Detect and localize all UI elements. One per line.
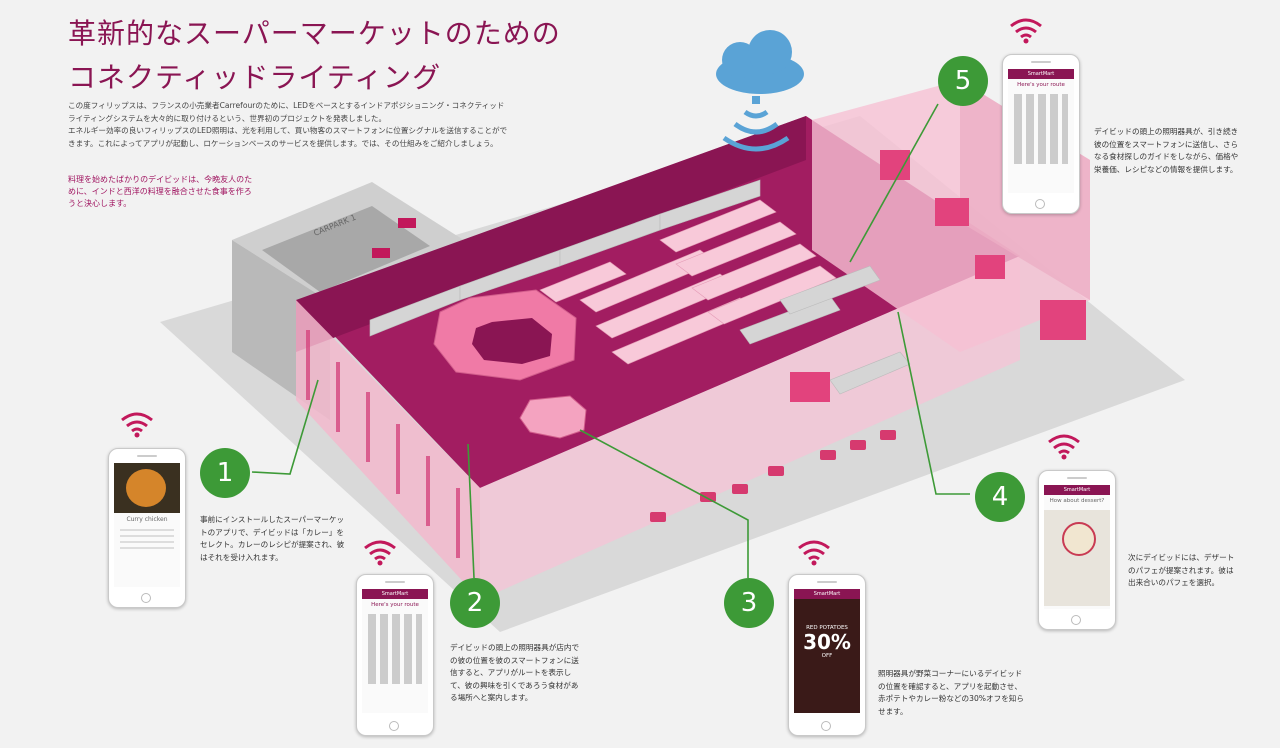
phone-route: SmartMart Here's your route	[356, 574, 434, 736]
intro-text: この度フィリップスは、フランスの小売業者Carrefourのために、LEDをベー…	[68, 100, 508, 150]
phone-promo: SmartMart RED POTATOES 30% OFF	[788, 574, 866, 736]
step-1-badge: 1	[200, 448, 250, 498]
title-line-2: コネクティッドライティング	[68, 61, 442, 94]
phone-screen: SmartMart RED POTATOES 30% OFF	[794, 589, 860, 713]
route-heading: Here's your route	[371, 602, 419, 608]
store-map	[368, 614, 422, 684]
phone-route-2: SmartMart Here's your route	[1002, 54, 1080, 214]
wifi-icon	[798, 540, 830, 566]
step-2-text: デイビッドの頭上の照明器具が店内での彼の位置を彼のスマートフォンに送信すると、ア…	[450, 643, 580, 702]
promo-sub: OFF	[821, 653, 833, 659]
home-button	[389, 721, 399, 731]
phone-screen: SmartMart Here's your route	[1008, 69, 1074, 193]
title-line-1: 革新的なスーパーマーケットのための	[68, 17, 561, 50]
intro-paragraph-1: この度フィリップスは、フランスの小売業者Carrefourのために、LEDをベー…	[68, 101, 505, 123]
phone-screen: SmartMart How about dessert?	[1044, 485, 1110, 609]
wifi-icon	[1048, 434, 1080, 460]
step-3-badge: 3	[724, 578, 774, 628]
app-header: SmartMart	[362, 589, 428, 599]
recipe-title: Curry chicken	[126, 516, 168, 523]
phone-screen: Curry chicken	[114, 463, 180, 587]
home-button	[1071, 615, 1081, 625]
step-4-text: 次にデイビッドには、デザートのパフェが提案されます。彼は出来合いのパフェを選択。	[1128, 553, 1235, 587]
wifi-icon	[364, 540, 396, 566]
curry-image	[114, 463, 180, 513]
step-5-text: デイビッドの頭上の照明器具が、引き続き彼の位置をスマートフォンに送信し、さらなる…	[1094, 127, 1239, 174]
story-highlight: 料理を始めたばかりのデイビッドは、今晩友人のために、インドと西洋の料理を融合させ…	[68, 175, 253, 208]
app-header: SmartMart	[794, 589, 860, 599]
phone-screen: SmartMart Here's your route	[362, 589, 428, 713]
step-5-badge: 5	[938, 56, 988, 106]
phone-dessert: SmartMart How about dessert?	[1038, 470, 1116, 630]
cloud-icon	[716, 30, 804, 94]
signal-waves-icon	[722, 109, 790, 152]
phone-recipe: Curry chicken	[108, 448, 186, 608]
dessert-image	[1044, 510, 1110, 606]
step-4-badge: 4	[975, 472, 1025, 522]
page-title: 革新的なスーパーマーケットのための コネクティッドライティング	[68, 12, 561, 100]
step-2-badge: 2	[450, 578, 500, 628]
intro-paragraph-2: エネルギー効率の良いフィリップスのLED照明は、光を利用して、買い物客のスマート…	[68, 126, 508, 148]
step-3-text: 照明器具が野菜コーナーにいるデイビッドの位置を確認すると、アプリを起動させ、赤ポ…	[878, 669, 1024, 716]
home-button	[141, 593, 151, 603]
route-heading: Here's your route	[1017, 82, 1065, 88]
wifi-icon	[1010, 18, 1042, 44]
home-button	[821, 721, 831, 731]
promo-value: 30%	[803, 630, 851, 654]
dessert-heading: How about dessert?	[1049, 498, 1105, 504]
wifi-icon	[121, 412, 153, 438]
app-header: SmartMart	[1008, 69, 1074, 79]
promo-label: RED POTATOES	[806, 625, 848, 631]
step-1-text: 事前にインストールしたスーパーマーケットのアプリで、デイビッドは「カレー」をセレ…	[200, 515, 345, 562]
store-map	[1014, 94, 1068, 164]
app-header: SmartMart	[1044, 485, 1110, 495]
home-button	[1035, 199, 1045, 209]
